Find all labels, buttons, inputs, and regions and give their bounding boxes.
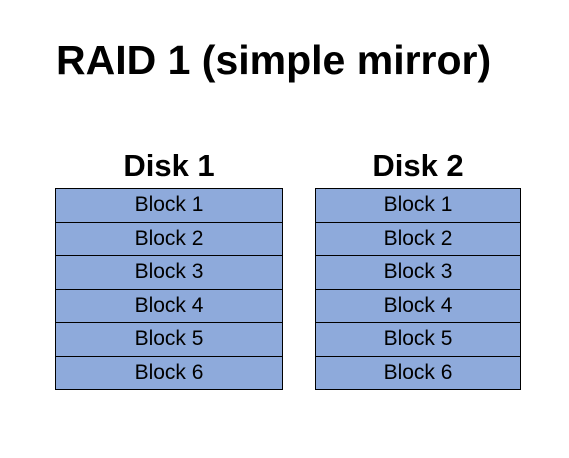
disk-1-label: Disk 1 bbox=[123, 148, 215, 183]
disk-1-block-1: Block 1 bbox=[55, 189, 283, 223]
disk-2-block-5: Block 5 bbox=[315, 323, 521, 357]
disk-2-block-2: Block 2 bbox=[315, 222, 521, 256]
disk-2-block-stack: Block 1 Block 2 Block 3 Block 4 Block 5 … bbox=[315, 188, 521, 390]
diagram-title: RAID 1 (simple mirror) bbox=[56, 37, 492, 83]
disk-1-block-5: Block 5 bbox=[55, 323, 283, 357]
disk-1-block-2: Block 2 bbox=[55, 222, 283, 256]
disk-1-block-stack: Block 1 Block 2 Block 3 Block 4 Block 5 … bbox=[55, 188, 283, 390]
disk-1-block-4: Block 4 bbox=[55, 289, 283, 323]
disk-2-block-3: Block 3 bbox=[315, 256, 521, 290]
disk-1-block-6: Block 6 bbox=[55, 356, 283, 390]
disk-2: Disk 2 Block 1 Block 2 Block 3 Block 4 B… bbox=[315, 146, 521, 390]
disk-2-block-6: Block 6 bbox=[315, 356, 521, 390]
disk-1: Disk 1 Block 1 Block 2 Block 3 Block 4 B… bbox=[55, 146, 283, 390]
disk-1-block-3: Block 3 bbox=[55, 256, 283, 290]
disk-2-label: Disk 2 bbox=[372, 148, 464, 183]
disk-2-block-4: Block 4 bbox=[315, 289, 521, 323]
disk-2-block-1: Block 1 bbox=[315, 189, 521, 223]
